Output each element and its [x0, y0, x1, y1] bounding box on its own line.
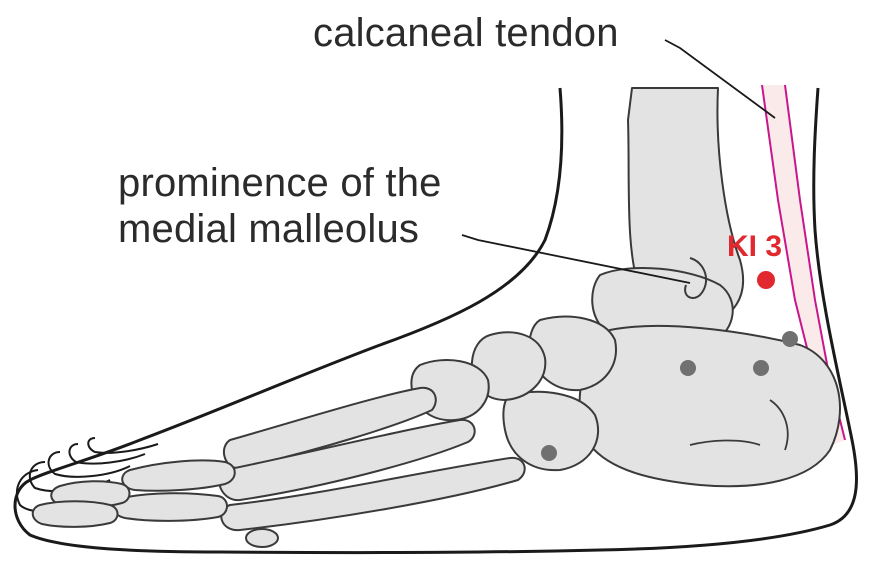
marker-dot — [680, 360, 696, 376]
phalanx-2 — [113, 493, 227, 521]
foot-bones — [33, 88, 840, 547]
malleolus-label: prominence of the medial malleolus — [118, 160, 442, 252]
malleolus-label-line1: prominence of the — [118, 160, 442, 206]
marker-dot — [782, 331, 798, 347]
malleolus-label-line2: medial malleolus — [118, 206, 442, 252]
phalanx-1 — [122, 460, 235, 490]
marker-dot — [541, 445, 557, 461]
ki3-point-dot — [757, 271, 775, 289]
ki3-point-label: KI 3 — [727, 230, 782, 264]
sesamoid-bone — [246, 529, 278, 547]
calcaneus-bone — [580, 326, 840, 486]
marker-dot — [753, 360, 769, 376]
phalanx-4 — [33, 501, 118, 527]
calcaneal-tendon-label: calcaneal tendon — [313, 10, 619, 56]
